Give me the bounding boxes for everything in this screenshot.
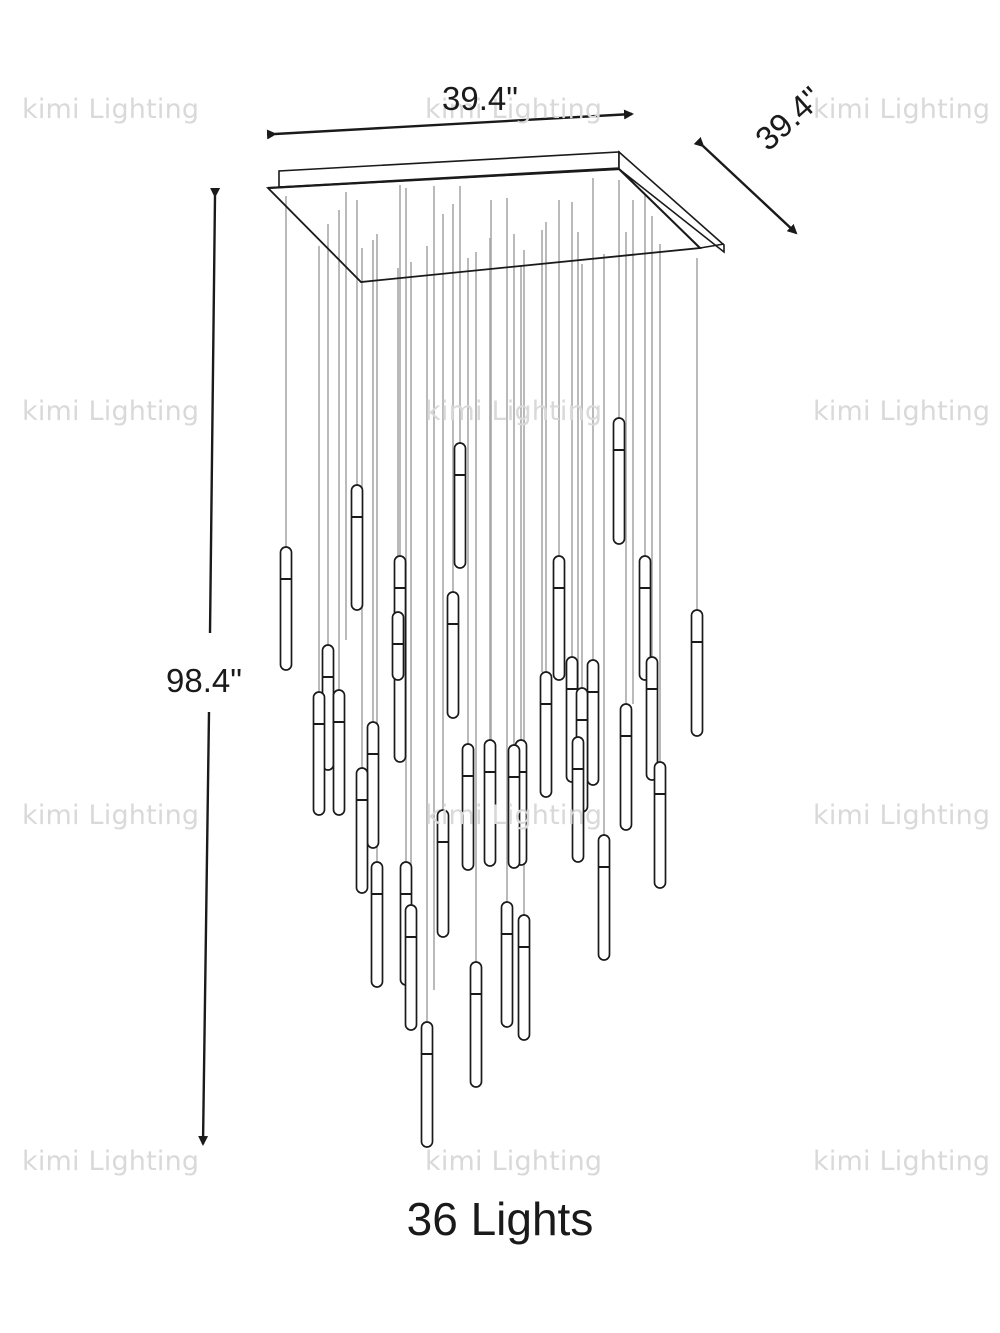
light-tube bbox=[350, 484, 364, 611]
brand-watermark: kimi Lighting bbox=[813, 1146, 991, 1177]
brand-watermark: kimi Lighting bbox=[813, 396, 991, 427]
light-tube bbox=[597, 834, 611, 961]
brand-watermark: kimi Lighting bbox=[813, 800, 991, 831]
depth-dimension-arrow bbox=[693, 136, 798, 235]
light-tube bbox=[586, 659, 600, 786]
light-tube bbox=[571, 736, 585, 863]
light-tube bbox=[483, 739, 497, 867]
light-tube bbox=[446, 591, 460, 719]
brand-watermark: kimi Lighting bbox=[22, 1146, 200, 1177]
light-tube bbox=[645, 656, 659, 781]
light-tube bbox=[279, 546, 293, 671]
light-tubes bbox=[279, 417, 704, 1148]
brand-watermark: kimi Lighting bbox=[425, 94, 603, 125]
brand-watermark: kimi Lighting bbox=[425, 1146, 603, 1177]
light-tube bbox=[517, 914, 531, 1041]
width-dimension-arrow bbox=[266, 109, 634, 140]
brand-watermark: kimi Lighting bbox=[425, 396, 603, 427]
canopy-right-rim bbox=[618, 150, 725, 254]
height-dimension-label: 98.4" bbox=[166, 662, 242, 699]
light-count-caption: 36 Lights bbox=[406, 1193, 594, 1245]
light-tube bbox=[370, 861, 384, 988]
light-tube bbox=[355, 767, 369, 894]
light-tube bbox=[653, 761, 667, 889]
height-dimension-arrow-upper bbox=[208, 187, 221, 634]
light-tube bbox=[690, 609, 704, 737]
light-tube bbox=[391, 611, 405, 681]
light-tube bbox=[619, 703, 633, 831]
light-tube bbox=[552, 555, 566, 681]
light-tube bbox=[420, 1021, 434, 1148]
light-tube bbox=[312, 691, 326, 816]
light-tube bbox=[469, 961, 483, 1088]
brand-watermark: kimi Lighting bbox=[22, 800, 200, 831]
width-dimension-label: 39.4" bbox=[442, 80, 518, 117]
light-tube bbox=[539, 671, 553, 798]
ceiling-canopy bbox=[265, 150, 725, 283]
light-tube bbox=[366, 721, 380, 849]
suspension-wires bbox=[285, 178, 698, 1022]
light-tube bbox=[436, 809, 450, 938]
light-tube bbox=[612, 417, 626, 545]
light-tube bbox=[332, 689, 346, 816]
canopy-back-rim bbox=[278, 151, 620, 188]
brand-watermark: kimi Lighting bbox=[813, 94, 991, 125]
light-tube bbox=[453, 442, 467, 569]
height-dimension-arrow-lower bbox=[198, 711, 211, 1146]
light-tube bbox=[500, 901, 514, 1028]
brand-watermark: kimi Lighting bbox=[425, 800, 603, 831]
light-tube bbox=[638, 555, 652, 681]
brand-watermark: kimi Lighting bbox=[22, 396, 200, 427]
light-tube bbox=[507, 744, 521, 869]
brand-watermark: kimi Lighting bbox=[22, 94, 200, 125]
light-tube bbox=[404, 904, 418, 1031]
light-tube bbox=[461, 743, 475, 871]
